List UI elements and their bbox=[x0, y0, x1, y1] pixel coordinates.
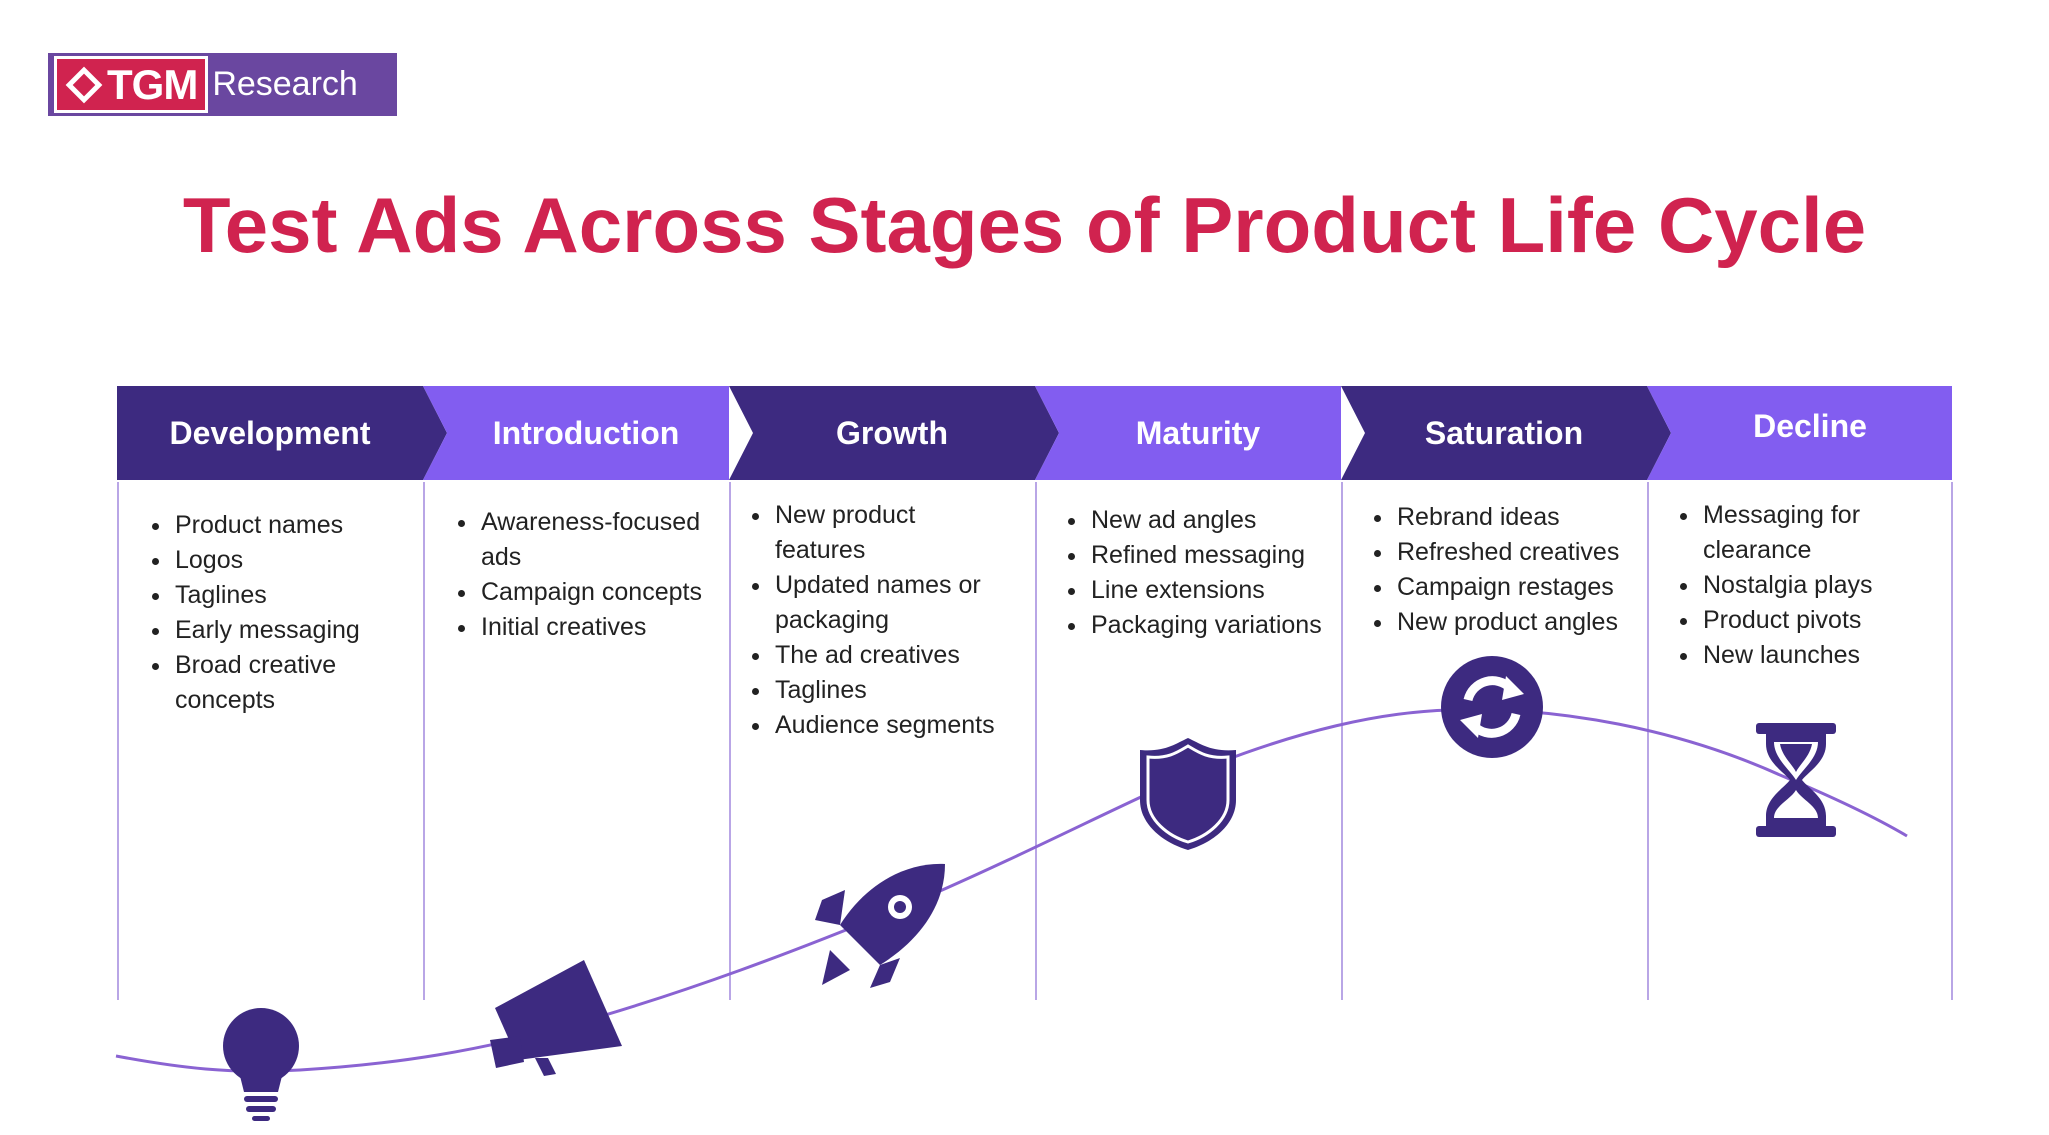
stage-header-maturity: Maturity bbox=[1135, 414, 1261, 451]
list-item: Nostalgia plays bbox=[1701, 568, 1951, 603]
lightbulb-icon bbox=[223, 1008, 299, 1121]
list-item: New product features bbox=[773, 498, 945, 568]
logo-brand: TGM bbox=[54, 56, 209, 113]
stage-column-saturation: Rebrand ideas Refreshed creatives Campai… bbox=[1341, 482, 1647, 1000]
megaphone-icon bbox=[490, 960, 622, 1076]
header-bg-growth bbox=[729, 386, 1059, 480]
list-item: Early messaging bbox=[173, 613, 423, 648]
stage-header-saturation: Saturation bbox=[1424, 414, 1584, 451]
logo-brand-text: TGM bbox=[107, 60, 198, 108]
stage-column-growth: New product features Updated names or pa… bbox=[729, 482, 1035, 1000]
tgm-research-logo: TGM Research bbox=[48, 53, 397, 116]
stage-column-maturity: New ad angles Refined messaging Line ext… bbox=[1035, 482, 1341, 1000]
header-bg-saturation bbox=[1341, 386, 1671, 480]
stage-header-introduction: Introduction bbox=[492, 414, 680, 451]
list-item: Product pivots bbox=[1701, 603, 1951, 638]
shield-icon bbox=[1140, 738, 1236, 850]
list-item: Taglines bbox=[173, 578, 423, 613]
header-bg-introduction bbox=[423, 386, 729, 480]
list-item: Refined messaging bbox=[1089, 538, 1341, 573]
list-item: Updated names or packaging bbox=[773, 568, 1005, 638]
hourglass-icon bbox=[1756, 723, 1836, 837]
list-item: New launches bbox=[1701, 638, 1951, 673]
list-item: Taglines bbox=[773, 673, 1035, 708]
list-item: Broad creative concepts bbox=[173, 648, 365, 718]
list-item: Packaging variations bbox=[1089, 608, 1341, 643]
logo-suffix: Research bbox=[212, 65, 358, 103]
list-item: Refreshed creatives bbox=[1395, 535, 1647, 570]
stage-header-growth: Growth bbox=[836, 414, 948, 451]
list-item: Product names bbox=[173, 508, 423, 543]
life-cycle-curve bbox=[115, 708, 1908, 1073]
list-item: Logos bbox=[173, 543, 423, 578]
stage-column-decline: Messaging for clearance Nostalgia plays … bbox=[1647, 482, 1953, 1000]
refresh-icon bbox=[1441, 656, 1543, 758]
list-item: Rebrand ideas bbox=[1395, 500, 1647, 535]
list-item: Messaging for clearance bbox=[1701, 498, 1883, 568]
page-title: Test Ads Across Stages of Product Life C… bbox=[182, 181, 1867, 269]
stage-column-introduction: Awareness-focused ads Campaign concepts … bbox=[423, 482, 729, 1000]
header-bg-maturity bbox=[1035, 386, 1341, 480]
list-item: New product angles bbox=[1395, 605, 1647, 640]
stage-header-development: Development bbox=[169, 414, 371, 451]
list-item: Campaign restages bbox=[1395, 570, 1647, 605]
list-item: Awareness-focused ads bbox=[479, 505, 721, 575]
list-item: Line extensions bbox=[1089, 573, 1341, 608]
header-bg-decline bbox=[1647, 386, 1952, 480]
list-item: Campaign concepts bbox=[479, 575, 729, 610]
list-item: Initial creatives bbox=[479, 610, 729, 645]
stage-header-decline: Decline bbox=[1753, 408, 1867, 444]
rocket-icon bbox=[815, 863, 945, 988]
header-bg-development bbox=[117, 386, 447, 480]
list-item: New ad angles bbox=[1089, 503, 1341, 538]
stage-column-development: Product names Logos Taglines Early messa… bbox=[117, 482, 423, 1000]
list-item: The ad creatives bbox=[773, 638, 1035, 673]
list-item: Audience segments bbox=[773, 708, 1035, 743]
